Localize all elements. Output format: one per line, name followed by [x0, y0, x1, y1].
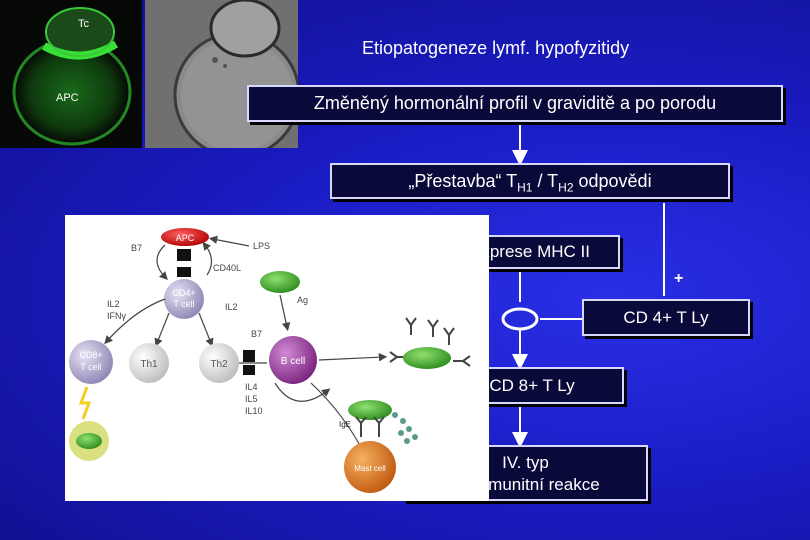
- cd4-line2: T cell: [173, 299, 194, 309]
- th2-label: Th2: [210, 359, 228, 370]
- tcr-block: [177, 267, 191, 277]
- th1-cell: [129, 343, 169, 383]
- box2-text-mid: / T: [532, 171, 559, 191]
- box2-text-suffix: odpovědi: [573, 171, 652, 191]
- bcell-label: B cell: [281, 356, 305, 367]
- lightning-icon: [78, 386, 92, 420]
- plus-sign: +: [674, 270, 684, 287]
- ifn-label: IFNγ: [107, 311, 126, 321]
- immune-diagram-panel: APC B7 LPS CD40L CD4+ T cell IL2 IFNγ IL…: [65, 215, 489, 501]
- lps-label: LPS: [253, 241, 270, 251]
- tc-label: Tc: [78, 18, 89, 30]
- antigen-complex: [403, 347, 451, 369]
- box2-sub-h2: H2: [558, 180, 574, 195]
- apc-text: APC: [176, 233, 195, 243]
- box-cd4: CD 4+ T Ly: [582, 299, 750, 336]
- il10-label: IL10: [245, 406, 263, 416]
- il2-right-label: IL2: [225, 302, 238, 312]
- il5-label: IL5: [245, 394, 258, 404]
- cd8-line2: T cell: [80, 362, 101, 372]
- fluorescence-micrograph: Tc APC: [0, 0, 142, 148]
- box-th-response: „Přestavba“ TH1 / TH2 odpovědi: [330, 163, 730, 199]
- mast-cell-label: Mast cell: [354, 464, 386, 473]
- cd4-line1: CD4+: [172, 288, 195, 298]
- b7-top-label: B7: [131, 243, 142, 253]
- apc-cell-blob: [14, 40, 130, 144]
- b7-bottom-label: B7: [251, 329, 262, 339]
- box6-line1: IV. typ: [502, 453, 549, 472]
- th1-label: Th1: [140, 359, 158, 370]
- immune-diagram: APC B7 LPS CD40L CD4+ T cell IL2 IFNγ IL…: [69, 228, 471, 493]
- il4-label: IL4: [245, 382, 258, 392]
- ag-label: Ag: [297, 295, 308, 305]
- box2-sub-h1: H1: [517, 180, 533, 195]
- ige-antibodies: [355, 416, 385, 437]
- granules: [392, 412, 418, 444]
- antigen-top: [260, 271, 300, 293]
- antigen-ige: [348, 400, 392, 420]
- il2-left-label: IL2: [107, 299, 120, 309]
- mhc-block: [177, 249, 191, 261]
- box2-text-prefix: „Přestavba“ T: [408, 171, 518, 191]
- cd40l-label: CD40L: [213, 263, 241, 273]
- slide-title: Etiopatogeneze lymf. hypofyzitidy: [362, 38, 630, 58]
- apc-cell: [161, 228, 209, 246]
- mast-cell: [344, 441, 396, 493]
- b-cell: [269, 336, 317, 384]
- cd8-t-cell: [69, 340, 113, 384]
- th2-cell: [199, 343, 239, 383]
- cd4-t-cell: [164, 279, 204, 319]
- junction-node: [501, 307, 539, 331]
- ige-label: IgE: [339, 420, 351, 429]
- apc-label: APC: [56, 92, 79, 104]
- cd8-line1: CD8+: [79, 350, 102, 360]
- fluorescence-image: [12, 7, 132, 146]
- box-hormonal-profile: Změněný hormonální profil v graviditě a …: [247, 85, 783, 122]
